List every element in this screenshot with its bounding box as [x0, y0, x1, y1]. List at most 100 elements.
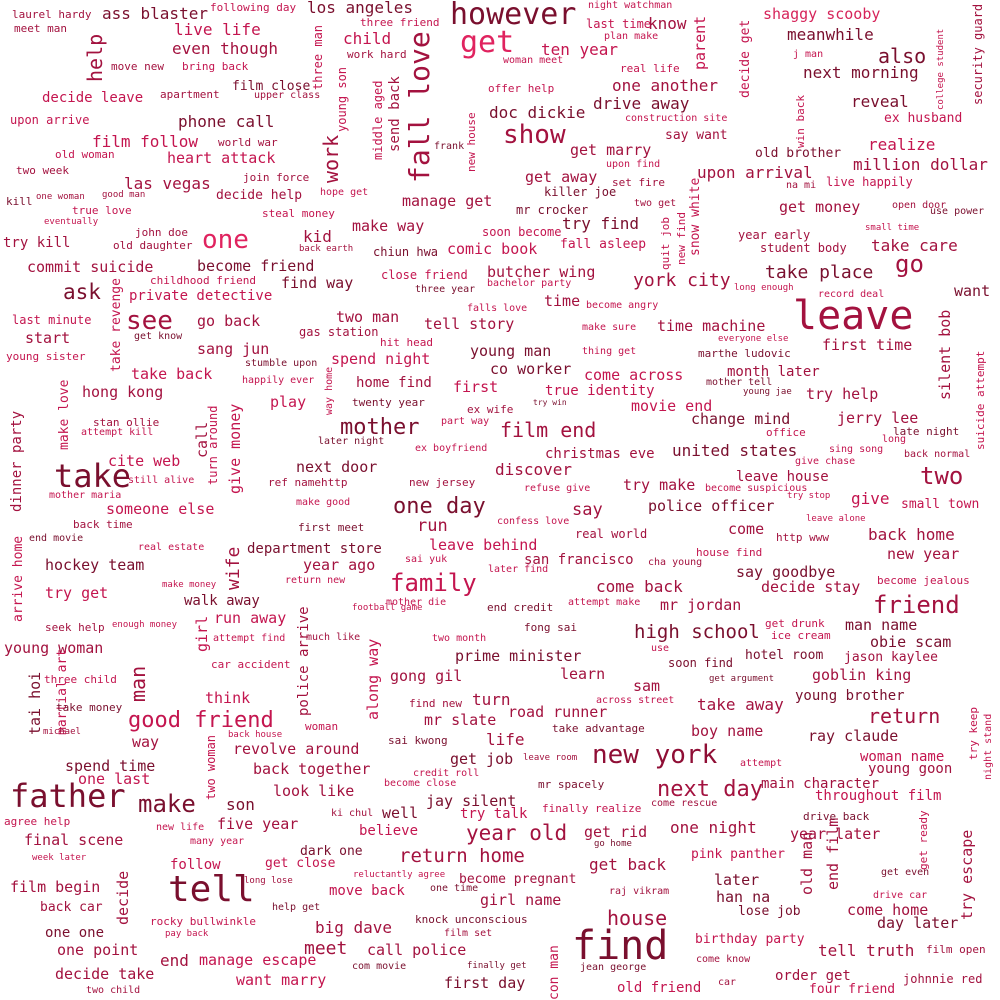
word: help get: [272, 902, 321, 913]
word: sai yuk: [405, 554, 448, 565]
word: raj vikram: [609, 886, 670, 897]
word: johnnie red: [903, 972, 983, 986]
word: father: [10, 777, 126, 815]
word-vertical: along way: [364, 638, 382, 720]
word: real life: [620, 62, 680, 75]
word: family: [390, 569, 477, 597]
word: decide take: [55, 965, 155, 983]
word: child: [343, 29, 392, 48]
word: meet man: [14, 22, 67, 35]
word: life: [486, 730, 525, 749]
word: live life: [174, 20, 261, 39]
word: become pregnant: [459, 872, 577, 887]
word: steal money: [262, 207, 335, 220]
word: office: [766, 426, 806, 439]
word: open door: [892, 200, 947, 211]
word: offer help: [488, 82, 555, 95]
word-vertical: help: [83, 33, 107, 82]
word-vertical: night stand: [983, 713, 994, 780]
word: give chase: [795, 456, 856, 467]
word: michael: [43, 727, 81, 737]
word: become angry: [586, 300, 659, 311]
word: cha young: [648, 557, 703, 568]
word: discover: [495, 460, 573, 479]
word: fong sai: [524, 621, 577, 634]
word-vertical: arrive home: [11, 535, 26, 622]
word: try find: [562, 214, 640, 233]
word: ex boyfriend: [415, 443, 488, 454]
word-vertical: make love: [57, 379, 72, 450]
word: many year: [190, 836, 245, 847]
word: manage escape: [199, 951, 317, 969]
word: ice cream: [771, 629, 831, 642]
word: back together: [253, 760, 371, 778]
word: later: [714, 871, 760, 889]
word-vertical: try keep: [967, 707, 980, 760]
word: new jersey: [409, 476, 476, 489]
word: thing get: [582, 346, 637, 357]
word: last minute: [12, 313, 92, 327]
word: following day: [210, 1, 297, 14]
word: young jae: [743, 387, 792, 397]
word: long lose: [244, 876, 293, 886]
word: get argument: [709, 674, 775, 684]
word: rocky bullwinkle: [150, 915, 256, 928]
word: set fire: [612, 176, 665, 189]
word: son: [226, 795, 255, 814]
word: girl name: [480, 891, 562, 909]
word: try talk: [460, 806, 528, 822]
word: reluctantly agree: [353, 870, 446, 880]
word: final scene: [24, 831, 124, 849]
word: get job: [450, 750, 514, 768]
word: meanwhile: [787, 25, 874, 44]
word: drive back: [803, 810, 870, 823]
word: confess love: [497, 516, 570, 527]
word: department store: [247, 541, 382, 557]
word: student body: [760, 241, 847, 255]
word: get close: [265, 856, 336, 871]
word: later night: [318, 436, 385, 447]
word: manage get: [402, 192, 493, 210]
word-vertical: two woman: [204, 734, 218, 800]
word: sang jun: [197, 340, 270, 358]
word: go: [895, 250, 924, 278]
word: woman name: [860, 749, 945, 765]
word: become friend: [197, 257, 315, 275]
word: two week: [16, 164, 69, 177]
word: good friend: [128, 708, 274, 733]
word: phone call: [178, 112, 275, 131]
word: united states: [672, 441, 798, 460]
word: long: [882, 434, 907, 445]
word: become close: [384, 778, 457, 789]
word-vertical: try escape: [958, 829, 976, 920]
word: kill: [6, 195, 33, 208]
word: return: [868, 704, 941, 728]
word: attempt find: [213, 633, 286, 644]
word: falls love: [467, 303, 528, 314]
word-vertical: get ready: [917, 810, 930, 870]
word: go back: [197, 312, 261, 330]
word: big dave: [315, 918, 393, 937]
word: ki chul: [331, 808, 374, 819]
word: old friend: [617, 980, 702, 996]
word-vertical: police arrive: [296, 606, 312, 716]
word: construction site: [625, 113, 728, 124]
word: agree help: [4, 815, 71, 828]
word: well: [382, 804, 419, 822]
word: four friend: [809, 982, 896, 997]
word: year later: [790, 825, 881, 843]
word: lose job: [738, 904, 801, 919]
word-vertical: decide: [114, 870, 132, 925]
word: come home: [847, 901, 929, 919]
word: na mi: [786, 180, 817, 191]
word: spend time: [65, 757, 156, 775]
word: call police: [367, 941, 467, 959]
word: two get: [634, 198, 677, 209]
word: still alive: [128, 475, 195, 486]
word: move back: [329, 883, 405, 899]
word: private detective: [129, 288, 273, 304]
word-vertical: martial art: [55, 648, 70, 735]
word: heart attack: [167, 149, 276, 167]
word: get: [460, 25, 515, 60]
word: give: [851, 489, 890, 508]
